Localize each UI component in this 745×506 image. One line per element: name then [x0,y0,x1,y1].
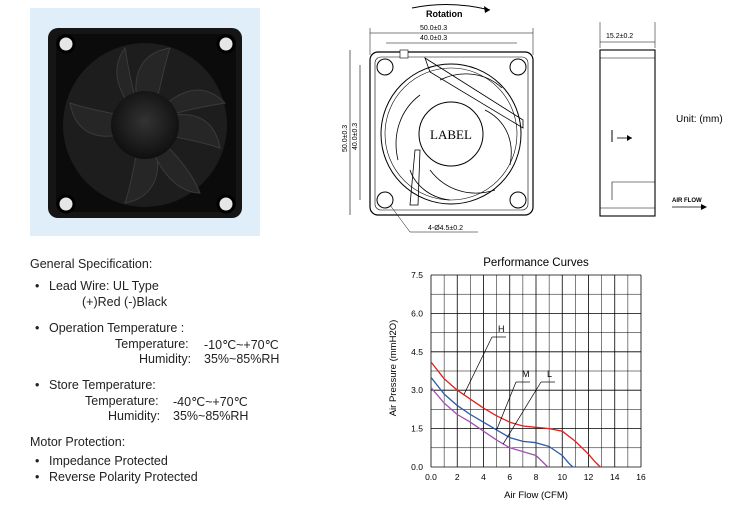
operation-temp-value: -10℃~+70℃ [204,338,279,352]
series-label-h: H [498,324,505,334]
store-humidity-label: Humidity: [108,409,161,423]
series-line-l [430,387,549,468]
rotation-label: Rotation [426,9,463,19]
rotation-arrow [411,3,491,11]
chart-title: Performance Curves [483,257,589,269]
y-tick-label: 4.5 [411,347,423,357]
x-tick-label: 4 [481,472,486,482]
mount-hole-outline [509,191,527,209]
y-tick-label: 0.0 [411,462,423,472]
operation-humidity-label: Humidity: [139,352,192,366]
store-humidity-value: 35%~85%RH [173,409,249,423]
store-temp-value: -40℃~+70℃ [173,395,248,409]
x-tick-label: 14 [610,472,620,482]
store-temp-label: Temperature: [85,394,159,408]
series-leader-m [496,381,517,431]
y-axis-label: Air Pressure (mmH2O) [388,320,399,417]
fan-blade-outlines [395,73,512,201]
lead-wire-label: Lead Wire: UL Type [35,279,159,293]
fan-front-view [369,51,534,216]
product-photo-frame [30,8,260,236]
general-spec-title: General Specification: [30,257,153,271]
airflow-label: AIR FLOW [672,198,702,204]
x-tick-label: 12 [584,472,594,482]
series-label-l: L [547,369,552,379]
x-tick-label: 6 [507,472,512,482]
mount-hole-outline [509,58,527,76]
dim-thickness: 15.2±0.2 [606,33,633,40]
operation-humidity-value: 35%~85%RH [204,352,280,366]
mount-hole [216,34,236,54]
dim-side-outer: 50.0±0.3 [342,125,349,152]
fan-hub-outline [418,101,484,167]
series-label-m: M [522,369,530,379]
mount-hole-outline [376,191,394,209]
series-line-m [430,376,574,468]
y-tick-label: 1.5 [411,424,423,434]
y-tick-label: 6.0 [411,308,423,318]
mount-hole [216,194,236,214]
motor-item: Reverse Polarity Protected [35,470,198,484]
motor-item: Impedance Protected [35,454,168,468]
fan-photo [48,28,242,218]
y-tick-label: 3.0 [411,385,423,395]
dim-side-inner: 40.0±0.3 [352,123,359,150]
mount-hole [56,194,76,214]
dim-top-inner: 40.0±0.3 [420,35,447,42]
x-tick-label: 10 [558,472,568,482]
operation-temp-title: Operation Temperature : [35,321,184,335]
unit-text: Unit: (mm) [676,114,723,125]
fan-side-view [599,49,656,217]
x-axis-label: Air Flow (CFM) [504,490,568,501]
chart-grid [430,274,642,468]
x-tick-label: 16 [636,472,646,482]
series-leader-h [463,336,493,395]
store-temp-title: Store Temperature: [35,378,156,392]
lead-wire-colors: (+)Red (-)Black [82,295,168,309]
operation-temp-label: Temperature: [115,337,189,351]
x-tick-label: 2 [455,472,460,482]
dim-hole: 4-Ø4.5±0.2 [428,225,463,232]
mount-hole-outline [376,58,394,76]
technical-drawing: Rotation 50.0±0.3 40.0±0.3 50.0±0.3 40.0… [342,3,723,233]
label-text: LABEL [430,127,472,142]
x-tick-label: 0.0 [425,472,437,482]
motor-protection-title: Motor Protection: [30,435,126,449]
y-tick-label: 7.5 [411,270,423,280]
dim-top-outer: 50.0±0.3 [420,25,447,32]
series-leader-l [502,381,542,445]
fan-hub [111,91,179,159]
x-tick-label: 8 [534,472,539,482]
mount-hole [56,34,76,54]
series-line-h [430,361,601,468]
